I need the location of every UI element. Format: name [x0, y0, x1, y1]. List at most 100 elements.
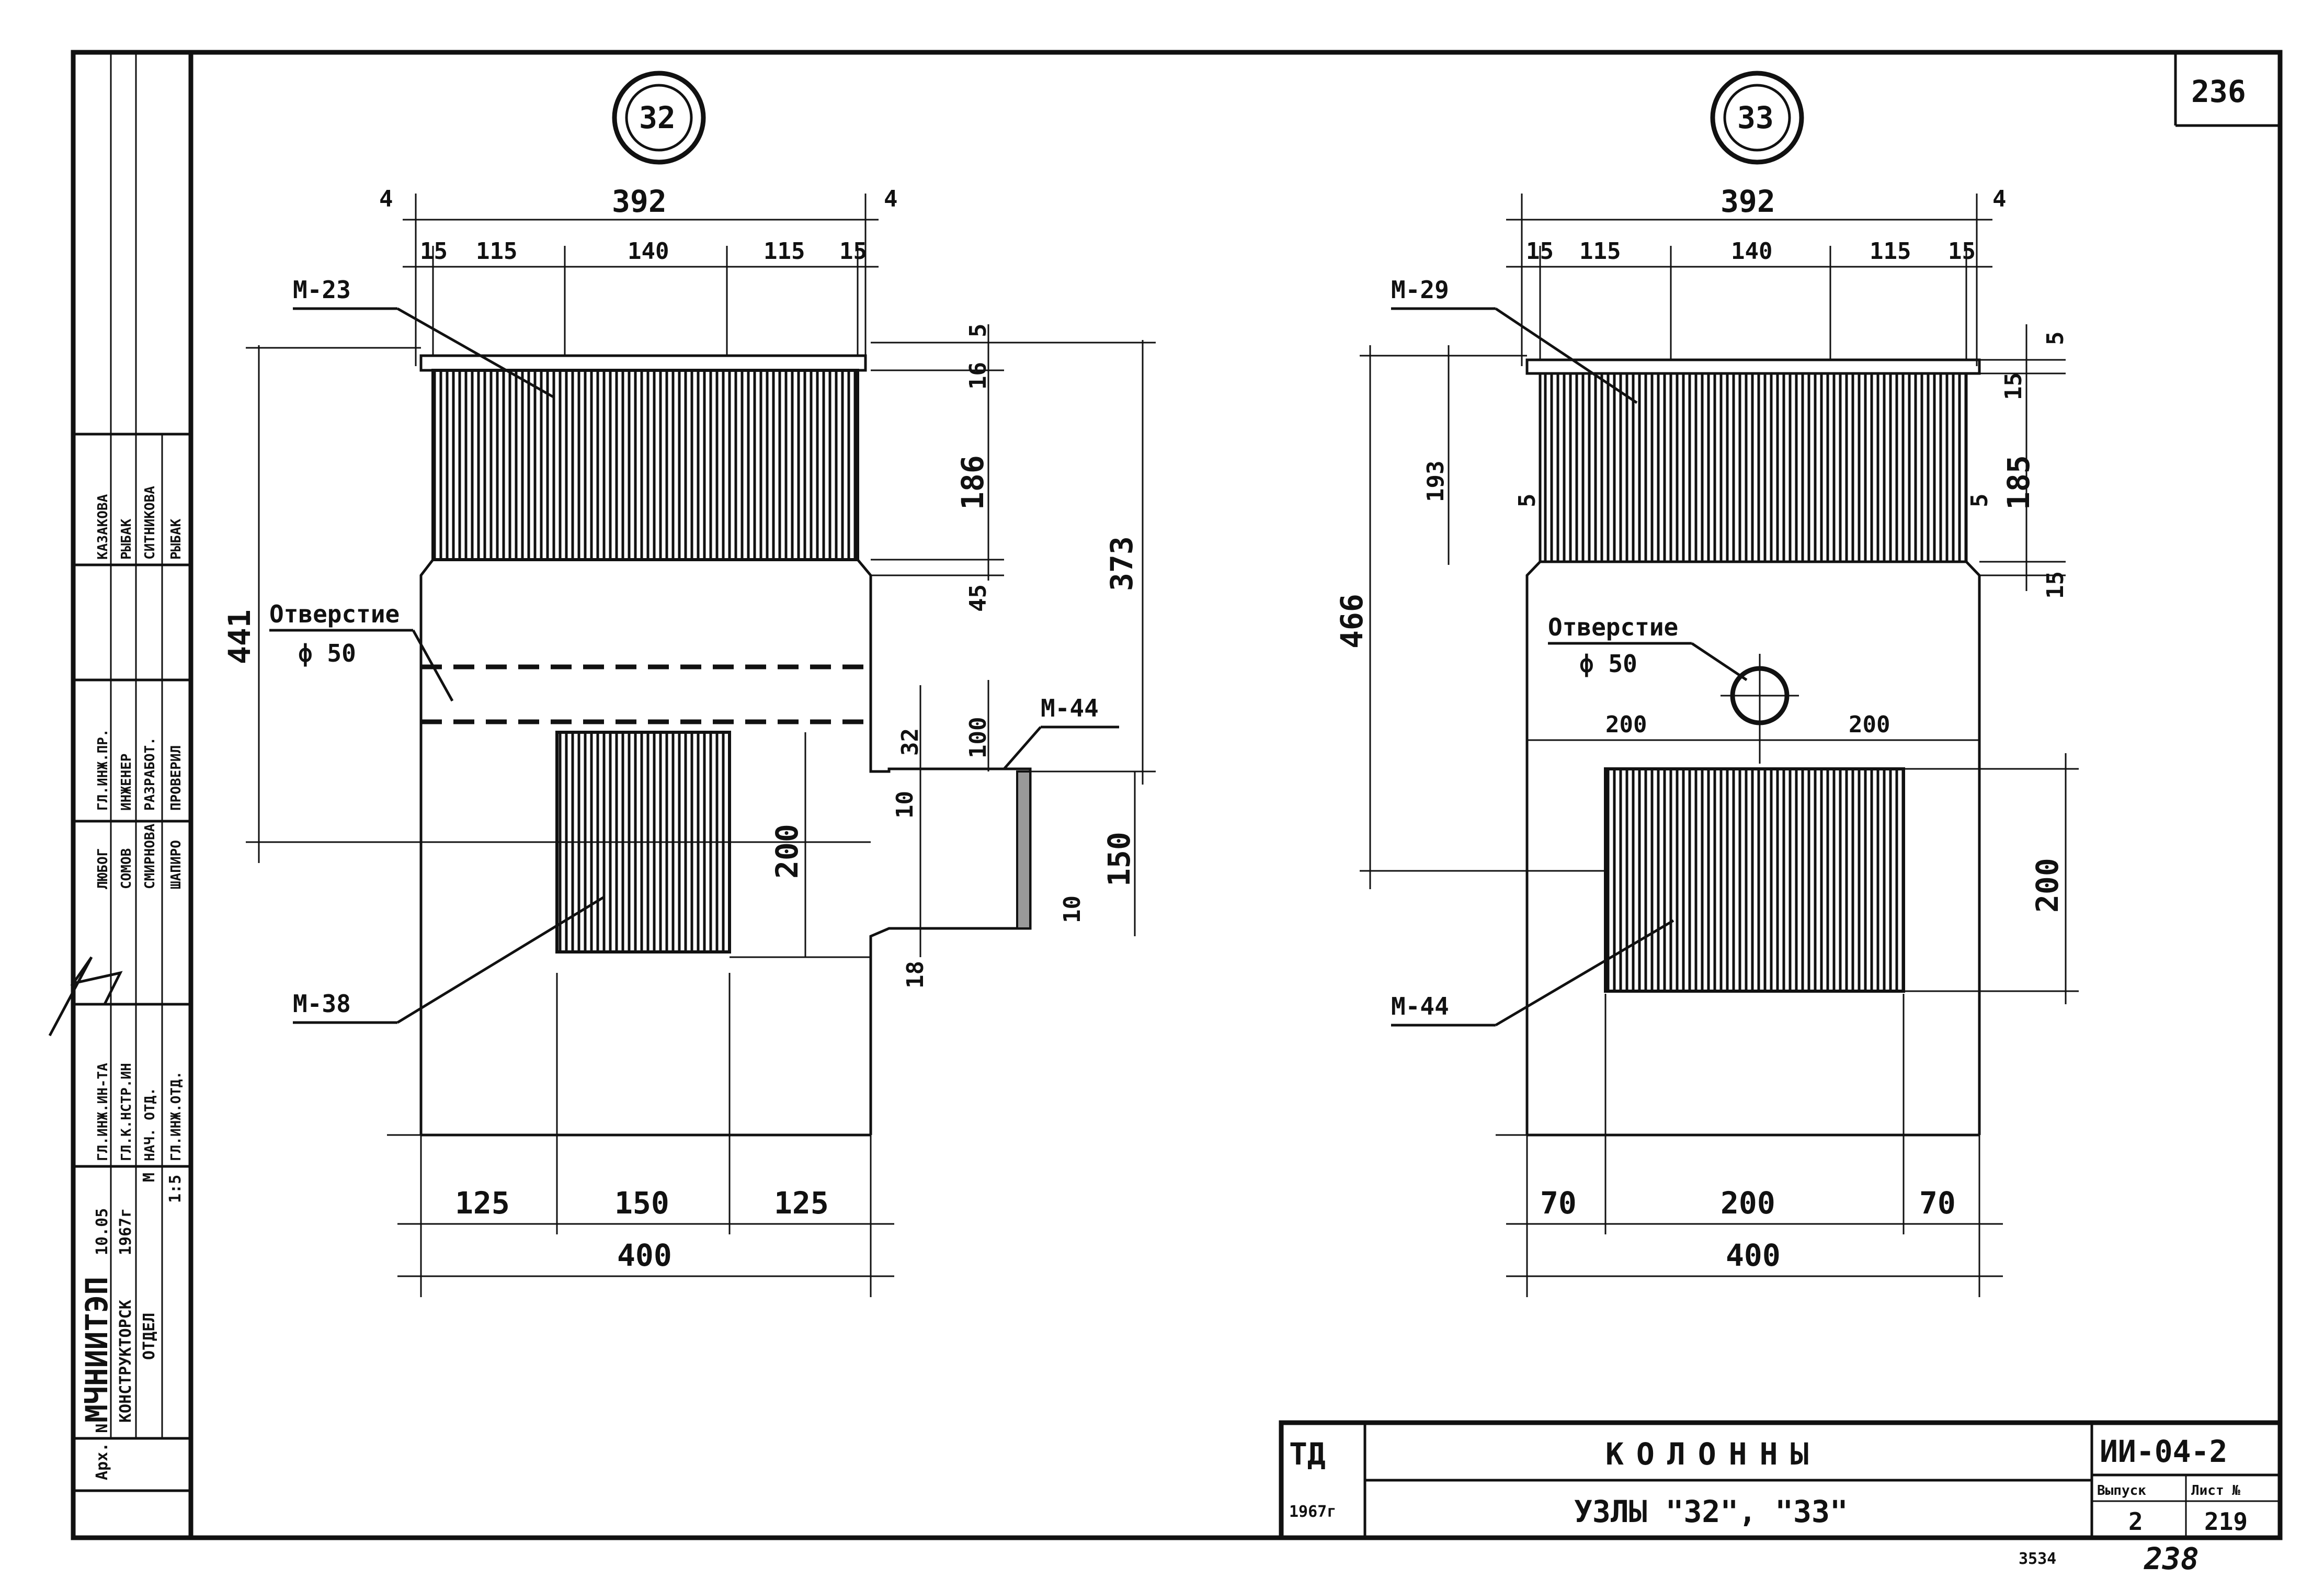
stamp-name-b-4: РЫБАК — [168, 518, 184, 560]
dim-200-right-33: 200 — [1849, 711, 1890, 738]
hole-32-dia: ф 50 — [298, 639, 356, 667]
stamp-name-a-2: СОМОВ — [119, 848, 134, 889]
node-33-marker: 33 — [1737, 100, 1774, 135]
dim-200-vert-33: 200 — [2030, 858, 2065, 913]
dim-125-b: 125 — [774, 1185, 829, 1221]
dim-32: 32 — [897, 728, 924, 756]
dim-15-a-v-33: 15 — [2000, 372, 2027, 400]
dim-392: 392 — [612, 184, 667, 219]
stamp-dept-1: КОНСТРУКТОРСК — [117, 1300, 135, 1423]
stamp-name-a-3: СМИРНОВА — [142, 823, 158, 889]
plate-m44-32 — [1016, 770, 1031, 929]
dim-18: 18 — [902, 961, 929, 989]
hole-33-label: Отверстие — [1548, 613, 1678, 641]
stamp-name-b-2: РЫБАК — [119, 518, 134, 560]
dim-5-top-33: 5 — [2042, 332, 2069, 346]
dim-185: 185 — [2001, 455, 2036, 510]
stamp-role-b-4: ПРОВЕРИЛ — [168, 745, 184, 811]
dim-70-b: 70 — [1919, 1185, 1956, 1221]
hole-33-dia: ф 50 — [1579, 650, 1637, 678]
dim-200-bottom-33: 200 — [1721, 1185, 1775, 1221]
page-number: 236 — [2191, 74, 2246, 109]
node-33-marker-inner — [1723, 84, 1791, 152]
dim-441: 441 — [222, 609, 257, 664]
dim-4-right-33: 4 — [1992, 186, 2007, 212]
stamp-role-b-3: РАЗРАБОТ. — [142, 737, 158, 811]
dim-15-a: 15 — [420, 238, 448, 265]
dim-16: 16 — [965, 362, 992, 390]
node-32-marker: 32 — [639, 100, 676, 135]
title-sub: УЗЛЫ "32", "33" — [1574, 1494, 1848, 1529]
hole-32-label: Отверстие — [269, 600, 400, 628]
side-stamp: Арх. N МЧНИИТЭП КОНСТРУКТОРСК ОТДЕЛ 10.0… — [48, 52, 191, 1492]
dim-15-a-33: 15 — [1526, 238, 1554, 265]
dim-4-right: 4 — [884, 186, 898, 212]
footer-right: 238 — [2144, 1541, 2199, 1576]
dim-10-a: 10 — [892, 791, 918, 819]
node-32-marker-inner — [625, 84, 693, 152]
label-m38: М-38 — [293, 990, 351, 1018]
dim-70-a: 70 — [1540, 1185, 1577, 1221]
plate-m23 — [431, 369, 859, 561]
label-m29: М-29 — [1391, 276, 1449, 304]
plate-m29-top — [1525, 358, 1981, 375]
dim-115-b-33: 115 — [1870, 238, 1911, 265]
dim-45: 45 — [965, 584, 992, 612]
stamp-name-a-4: ШАПИРО — [168, 840, 184, 889]
title-issue-label: Выпуск — [2097, 1483, 2146, 1499]
dim-115-a-33: 115 — [1579, 238, 1621, 265]
stamp-arch: Арх. N — [93, 1424, 111, 1480]
stamp-role-1: ГЛ.ИНЖ.ИН-ТА — [95, 1063, 111, 1161]
column-32-right-edge — [857, 559, 872, 764]
stamp-scale-label: М — [140, 1173, 158, 1182]
dim-15-b: 15 — [839, 238, 867, 265]
dim-193: 193 — [1422, 461, 1449, 502]
dim-15-b-33: 15 — [1948, 238, 1976, 265]
dim-400-32: 400 — [617, 1238, 672, 1273]
title-series: ИИ-04-2 — [2100, 1434, 2227, 1469]
title-block: ТД 1967г КОЛОННЫ УЗЛЫ "32", "33" ИИ-04-2… — [1279, 1420, 2283, 1540]
label-m23: М-23 — [293, 276, 351, 304]
stamp-role-4: ГЛ.ИНЖ.ОТД. — [168, 1071, 184, 1161]
dim-186: 186 — [955, 455, 990, 510]
dim-200-32: 200 — [769, 824, 805, 879]
dim-115-b: 115 — [764, 238, 805, 265]
node-32: 32 392 4 4 15 115 140 115 15 М-23 Отверс… — [222, 71, 1156, 1297]
signature-scribble — [48, 956, 123, 1037]
stamp-role-b-2: ИНЖЕНЕР — [119, 753, 134, 811]
stamp-org: МЧНИИТЭП — [79, 1277, 115, 1423]
plate-m29 — [1539, 372, 1968, 563]
dim-200-left-33: 200 — [1605, 711, 1647, 738]
dim-115-a: 115 — [476, 238, 517, 265]
title-sheet: 219 — [2204, 1507, 2248, 1536]
dim-140-33: 140 — [1731, 238, 1772, 265]
column-33-left-edge — [1525, 561, 1541, 1135]
sheet-frame — [71, 50, 2283, 1540]
label-m44-32: М-44 — [1041, 694, 1099, 722]
plate-m23-top — [419, 354, 867, 372]
node-32-marker-outer — [612, 71, 706, 165]
dim-373: 373 — [1104, 536, 1140, 591]
stamp-role-3: НАЧ. ОТД. — [142, 1087, 158, 1161]
stamp-dept-2: ОТДЕЛ — [140, 1313, 158, 1360]
node-33-marker-outer — [1710, 71, 1804, 165]
dim-15-b-v-33: 15 — [2042, 571, 2069, 599]
stamp-name-b-3: СИТНИКОВА — [142, 486, 158, 560]
title-code: ТД — [1289, 1436, 1326, 1472]
column-33-right-edge — [1965, 561, 1981, 1135]
dim-4-left: 4 — [379, 186, 393, 212]
stamp-name-b-1: КАЗАКОВА — [95, 494, 111, 560]
node-33: 33 392 4 15 115 140 115 15 М-29 5 5 Отве… — [1334, 71, 2079, 1297]
dim-400-33: 400 — [1726, 1238, 1781, 1273]
stamp-name-a-1: ЛЮБОГ — [95, 848, 111, 889]
label-m44-33: М-44 — [1391, 992, 1449, 1020]
dim-5-left-33: 5 — [1514, 494, 1541, 508]
stamp-role-b-1: ГЛ.ИНЖ.ПР. — [95, 729, 111, 811]
stamp-role-2: ГЛ.К.НСТР.ИН — [119, 1063, 134, 1161]
dim-150-b: 150 — [614, 1185, 669, 1221]
dim-100: 100 — [965, 717, 992, 758]
dim-125-a: 125 — [455, 1185, 510, 1221]
footer-left: 3534 — [2019, 1550, 2056, 1568]
stamp-date-2: 1967г — [117, 1208, 135, 1255]
